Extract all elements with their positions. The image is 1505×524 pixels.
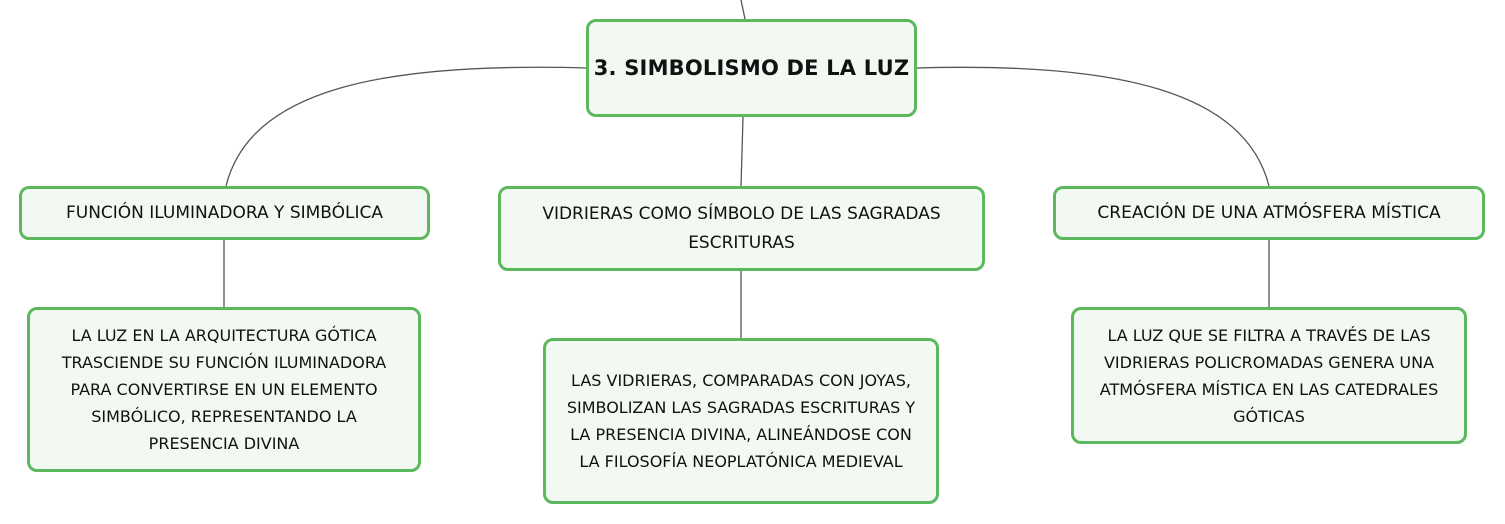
branch-label-1: FUNCIÓN ILUMINADORA Y SIMBÓLICA — [65, 202, 384, 223]
central-topic-node[interactable]: 3. SIMBOLISMO DE LA LUZ — [586, 19, 917, 117]
detail-text-1: LA LUZ EN LA ARQUITECTURA GÓTICA TRASCIE… — [61, 326, 387, 453]
connector-central-to-branch-3 — [915, 66, 1270, 187]
connector-parent-to-central — [740, 0, 746, 20]
central-topic-label: 3. SIMBOLISMO DE LA LUZ — [593, 56, 910, 80]
connector-central-to-branch-2 — [740, 116, 744, 188]
branch-node-3[interactable]: CREACIÓN DE UNA ATMÓSFERA MÍSTICA — [1053, 186, 1485, 240]
branch-node-2[interactable]: VIDRIERAS COMO SÍMBOLO DE LAS SAGRADAS E… — [498, 186, 985, 271]
branch-label-3: CREACIÓN DE UNA ATMÓSFERA MÍSTICA — [1097, 202, 1441, 223]
detail-node-3[interactable]: LA LUZ QUE SE FILTRA A TRAVÉS DE LAS VID… — [1071, 307, 1467, 444]
detail-node-2[interactable]: LAS VIDRIERAS, COMPARADAS CON JOYAS, SIM… — [543, 338, 939, 504]
detail-text-2: LAS VIDRIERAS, COMPARADAS CON JOYAS, SIM… — [566, 371, 916, 471]
detail-node-1[interactable]: LA LUZ EN LA ARQUITECTURA GÓTICA TRASCIE… — [27, 307, 421, 472]
connector-central-to-branch-1 — [225, 66, 588, 187]
detail-text-3: LA LUZ QUE SE FILTRA A TRAVÉS DE LAS VID… — [1099, 325, 1439, 426]
branch-label-2: VIDRIERAS COMO SÍMBOLO DE LAS SAGRADAS E… — [542, 203, 941, 253]
branch-node-1[interactable]: FUNCIÓN ILUMINADORA Y SIMBÓLICA — [19, 186, 430, 240]
